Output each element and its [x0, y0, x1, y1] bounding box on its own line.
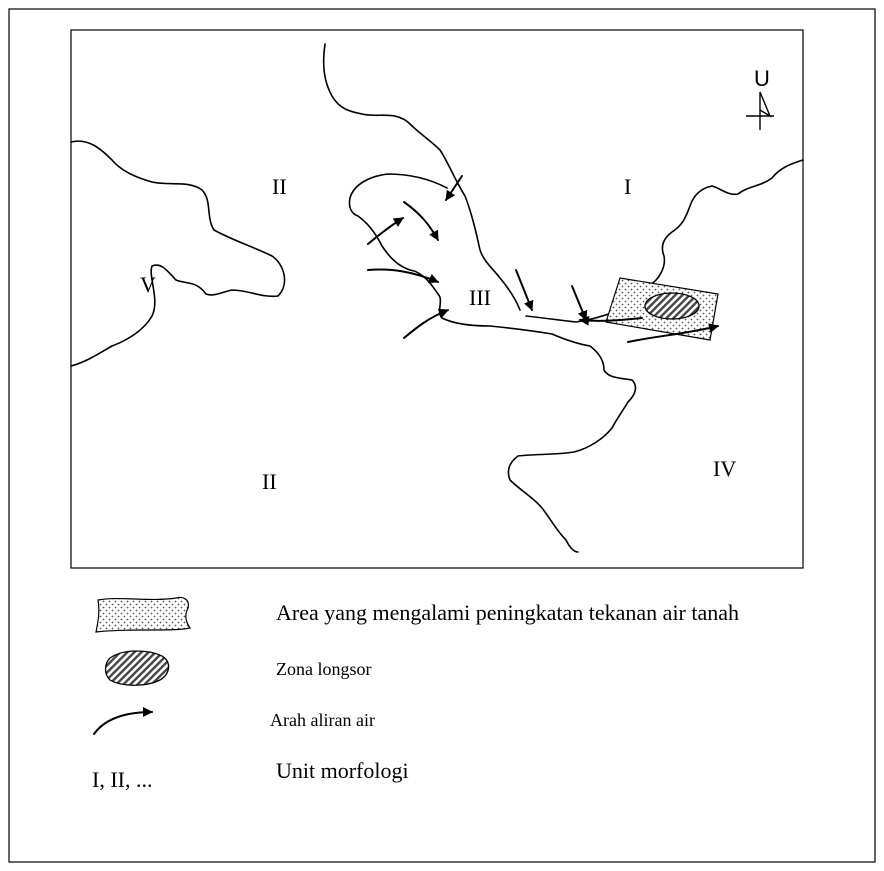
legend-landslide-zone-text: Zona longsor [276, 659, 371, 679]
unit-label-ii-south: II [262, 469, 277, 494]
flow-arrow [579, 315, 643, 326]
flow-arrow [571, 285, 588, 321]
legend-flow-direction-text: Arah aliran air [270, 710, 375, 730]
unit-label-ii-north: II [272, 174, 287, 199]
flow-arrow [445, 175, 463, 201]
unit-label-v: V [140, 272, 156, 297]
legend-groundwater-pressure-swatch [95, 596, 191, 633]
legend-landslide-zone-swatch [104, 650, 170, 686]
flow-arrow [403, 308, 449, 339]
flow-arrow [627, 323, 719, 343]
unit-label-i: I [624, 174, 631, 199]
boundary-iii-lobe [348, 173, 637, 553]
boundary-east [525, 159, 804, 323]
unit-labels: I II II III IV V [140, 174, 736, 494]
north-arrow: U [746, 66, 774, 130]
unit-label-iv: IV [713, 456, 736, 481]
boundary-north-iii [322, 43, 521, 311]
flow-arrow [367, 268, 439, 284]
flow-arrows [367, 175, 719, 343]
north-arrow-icon [746, 91, 774, 130]
map-frame [70, 29, 804, 569]
north-label: U [754, 66, 770, 91]
legend-groundwater-pressure-text: Area yang mengalami peningkatan tekanan … [276, 600, 739, 625]
unit-label-iii: III [469, 285, 491, 310]
legend-morphology-text: Unit morfologi [276, 758, 409, 783]
legend: Area yang mengalami peningkatan tekanan … [92, 596, 739, 792]
outer-border [8, 8, 876, 863]
landslide-zone-map [644, 292, 700, 320]
flow-arrow [367, 217, 404, 245]
legend-flow-arrow-icon [93, 707, 153, 735]
boundary-west [70, 140, 286, 367]
legend-morphology-symbol: I, II, ... [92, 767, 152, 792]
flow-arrow [403, 201, 439, 241]
flow-arrow [515, 269, 534, 311]
unit-boundaries [70, 43, 804, 553]
